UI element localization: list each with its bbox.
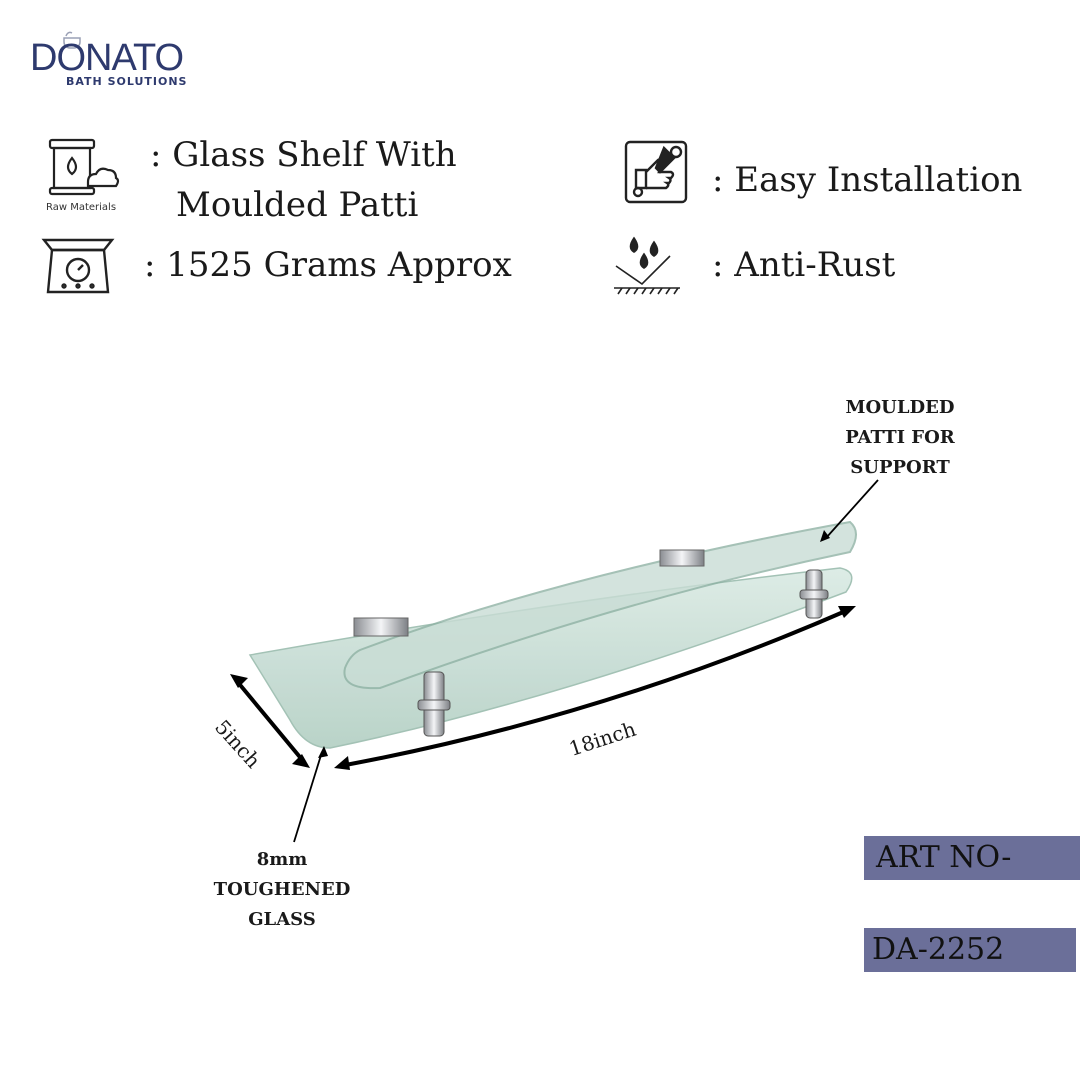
patti-callout-line-2: PATTI FOR	[845, 427, 955, 448]
moulded-patti	[343, 520, 857, 690]
patti-callout: MOULDED PATTI FOR SUPPORT	[836, 393, 964, 483]
glass-callout-line-3: GLASS	[248, 909, 316, 930]
bracket-left	[417, 671, 451, 737]
raw-materials-caption: Raw Materials	[46, 202, 117, 213]
weight-text: : 1525 Grams Approx	[144, 245, 512, 285]
raw-materials-icon	[48, 138, 120, 196]
material-text: : Glass Shelf With	[150, 135, 457, 175]
patti-callout-line-3: SUPPORT	[850, 457, 950, 478]
patti-callout-line-1: MOULDED	[845, 397, 955, 418]
weighing-scale-icon	[41, 238, 115, 294]
brand-name: DONATO	[30, 37, 183, 74]
glass-callout-line-1: 8mm	[256, 849, 308, 870]
bracket-right	[799, 569, 829, 619]
length-arrow	[338, 608, 850, 768]
brand-tagline: BATH SOLUTIONS	[66, 75, 188, 88]
easy-installation-icon	[624, 140, 688, 204]
glass-callout-line	[293, 751, 323, 843]
brand-logo: DONATO	[30, 31, 184, 74]
material-text-2: Moulded Patti	[176, 185, 419, 225]
art-no-value: DA-2252	[864, 928, 1076, 972]
glass-callout: 8mm TOUGHENED GLASS	[206, 845, 358, 935]
anti-rust-icon	[614, 236, 680, 295]
bathtub-icon	[63, 31, 81, 49]
glass-shelf-image	[230, 479, 879, 843]
installation-text: : Easy Installation	[712, 160, 1023, 200]
patti-callout-line	[825, 479, 879, 539]
clamp-left	[353, 617, 409, 637]
glass-callout-line-2: TOUGHENED	[213, 879, 351, 900]
art-no-label: ART NO-	[864, 836, 1080, 880]
width-arrow	[234, 678, 306, 764]
anti-rust-text: : Anti-Rust	[712, 245, 896, 285]
clamp-right	[659, 549, 705, 567]
